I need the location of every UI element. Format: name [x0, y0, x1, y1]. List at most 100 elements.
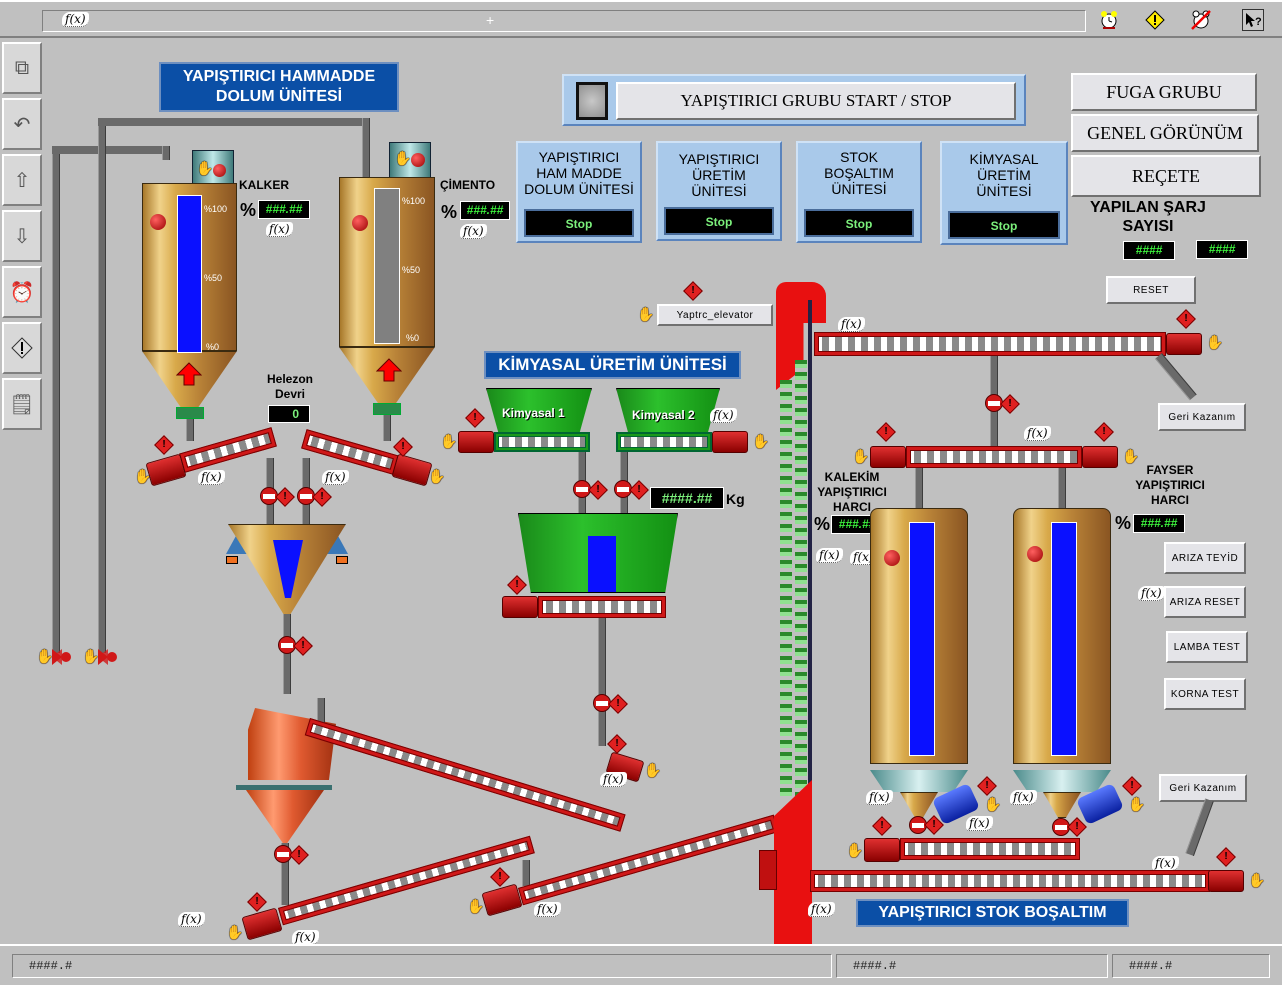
sidebar-back-button[interactable]: ↶ [2, 98, 42, 150]
hand-icon[interactable]: ✋ [1128, 796, 1146, 812]
fuga-group-button[interactable]: FUGA GRUBU [1071, 73, 1257, 111]
fault-warning-icon[interactable]: ! [1094, 422, 1114, 442]
hand-icon[interactable]: ✋ [1206, 334, 1224, 350]
start-stop-button[interactable]: YAPIŞTIRICI GRUBU START / STOP [616, 82, 1016, 120]
sidebar-up-button[interactable]: ⇧ [2, 154, 42, 206]
hand-icon[interactable]: ✋ [752, 433, 770, 449]
fx-tag[interactable]: f(x) [808, 902, 835, 917]
warning-icon[interactable] [1144, 9, 1166, 31]
motor[interactable] [145, 453, 187, 487]
fault-reset-button[interactable]: ARIZA RESET [1164, 586, 1246, 618]
horn-test-button[interactable]: KORNA TEST [1164, 678, 1246, 710]
hand-icon[interactable]: ✋ [984, 796, 1002, 812]
general-view-button[interactable]: GENEL GÖRÜNÜM [1071, 114, 1259, 152]
hand-icon[interactable]: ✋ [1248, 872, 1266, 888]
fx-tag[interactable]: f(x) [460, 224, 487, 239]
fx-tag[interactable]: f(x) [534, 902, 561, 917]
fault-warning-icon[interactable]: ! [490, 867, 510, 887]
fx-tag[interactable]: f(x) [710, 408, 737, 423]
alarm-clock-icon[interactable] [1098, 9, 1120, 31]
fx-tag[interactable]: f(x) [866, 790, 893, 805]
reset-button[interactable]: RESET [1106, 276, 1196, 304]
hand-icon[interactable]: ✋ [1122, 448, 1140, 464]
motor[interactable] [1208, 870, 1244, 892]
fault-warning-icon[interactable]: ! [154, 435, 174, 455]
fault-warning-icon[interactable]: ! [507, 575, 527, 595]
hand-icon[interactable]: ✋ [852, 448, 870, 464]
hand-icon[interactable]: ✋ [644, 762, 662, 778]
alarm-off-icon[interactable] [1190, 9, 1212, 31]
fault-warning-icon[interactable]: ! [872, 816, 892, 836]
fx-tag[interactable]: f(x) [266, 222, 293, 237]
hand-icon[interactable]: ✋ [82, 648, 100, 664]
fx-tag[interactable]: f(x) [1010, 790, 1037, 805]
hand-icon[interactable]: ✋ [226, 924, 244, 940]
sidebar-alarm-log-button[interactable]: 🗒 [2, 378, 42, 430]
hand-icon[interactable]: ✋ [394, 150, 412, 166]
fault-warning-icon[interactable]: ! [588, 480, 608, 500]
valve-icon[interactable] [96, 648, 118, 666]
fault-warning-icon[interactable]: ! [275, 487, 295, 507]
slide-valve[interactable] [260, 487, 278, 505]
lamp-test-button[interactable]: LAMBA TEST [1166, 631, 1248, 663]
fault-warning-icon[interactable]: ! [465, 408, 485, 428]
fault-warning-icon[interactable]: ! [876, 422, 896, 442]
sidebar-windows-button[interactable]: ⧉ [2, 42, 42, 94]
fx-tag[interactable]: f(x) [198, 470, 225, 485]
motor[interactable] [241, 907, 283, 941]
motor[interactable] [502, 596, 538, 618]
motor[interactable] [1166, 333, 1202, 355]
fx-tag[interactable]: f(x) [838, 317, 865, 332]
fault-warning-icon[interactable]: ! [629, 480, 649, 500]
fx-tag[interactable]: f(x) [178, 912, 205, 927]
fx-tag[interactable]: f(x) [62, 12, 89, 27]
fault-warning-icon[interactable]: ! [977, 776, 997, 796]
motor[interactable] [391, 453, 433, 487]
hand-icon[interactable]: ✋ [196, 160, 214, 176]
command-field[interactable] [42, 10, 1086, 32]
fx-tag[interactable]: f(x) [1152, 856, 1179, 871]
hand-icon[interactable]: ✋ [428, 468, 446, 484]
motor[interactable] [864, 838, 900, 862]
fault-warning-icon[interactable]: ! [312, 487, 332, 507]
fx-tag[interactable]: f(x) [322, 470, 349, 485]
hand-icon[interactable]: ✋ [846, 842, 864, 858]
fault-warning-icon[interactable]: ! [607, 734, 627, 754]
help-icon[interactable]: ? [1242, 9, 1264, 31]
fault-warning-icon[interactable]: ! [1000, 394, 1020, 414]
fx-tag[interactable]: f(x) [1138, 586, 1165, 601]
fx-tag[interactable]: f(x) [816, 548, 843, 563]
fault-warning-icon[interactable]: ! [289, 845, 309, 865]
hand-icon[interactable]: ✋ [36, 648, 54, 664]
fx-tag[interactable]: f(x) [1024, 426, 1051, 441]
slide-valve[interactable] [909, 816, 927, 834]
sidebar-down-button[interactable]: ⇩ [2, 210, 42, 262]
fault-warning-icon[interactable]: ! [293, 636, 313, 656]
sidebar-warning-button[interactable] [2, 322, 42, 374]
recovery-button-2[interactable]: Geri Kazanım [1159, 774, 1247, 802]
motor[interactable] [481, 883, 523, 917]
hand-icon[interactable]: ✋ [134, 468, 152, 484]
fx-tag[interactable]: f(x) [600, 772, 627, 787]
fault-acknowledge-button[interactable]: ARIZA TEYİD [1164, 542, 1246, 574]
recipe-button[interactable]: REÇETE [1071, 155, 1261, 197]
motor[interactable] [458, 431, 494, 453]
motor[interactable] [712, 431, 748, 453]
sidebar-alarm-button[interactable]: ⏰ [2, 266, 42, 318]
fault-warning-icon[interactable]: ! [1176, 309, 1196, 329]
motor[interactable] [1082, 446, 1118, 468]
hand-icon[interactable]: ✋ [440, 433, 458, 449]
fx-tag[interactable]: f(x) [966, 816, 993, 831]
fault-warning-icon[interactable]: ! [608, 694, 628, 714]
recovery-button[interactable]: Geri Kazanım [1158, 403, 1246, 431]
fault-warning-icon[interactable]: ! [683, 281, 703, 301]
elevator-button[interactable]: Yaptrc_elevator [657, 304, 773, 326]
fault-warning-icon[interactable]: ! [1216, 847, 1236, 867]
fault-warning-icon[interactable]: ! [247, 892, 267, 912]
fault-warning-icon[interactable]: ! [1067, 817, 1087, 837]
fx-tag[interactable]: f(x) [850, 550, 877, 565]
fx-tag[interactable]: f(x) [292, 930, 319, 945]
